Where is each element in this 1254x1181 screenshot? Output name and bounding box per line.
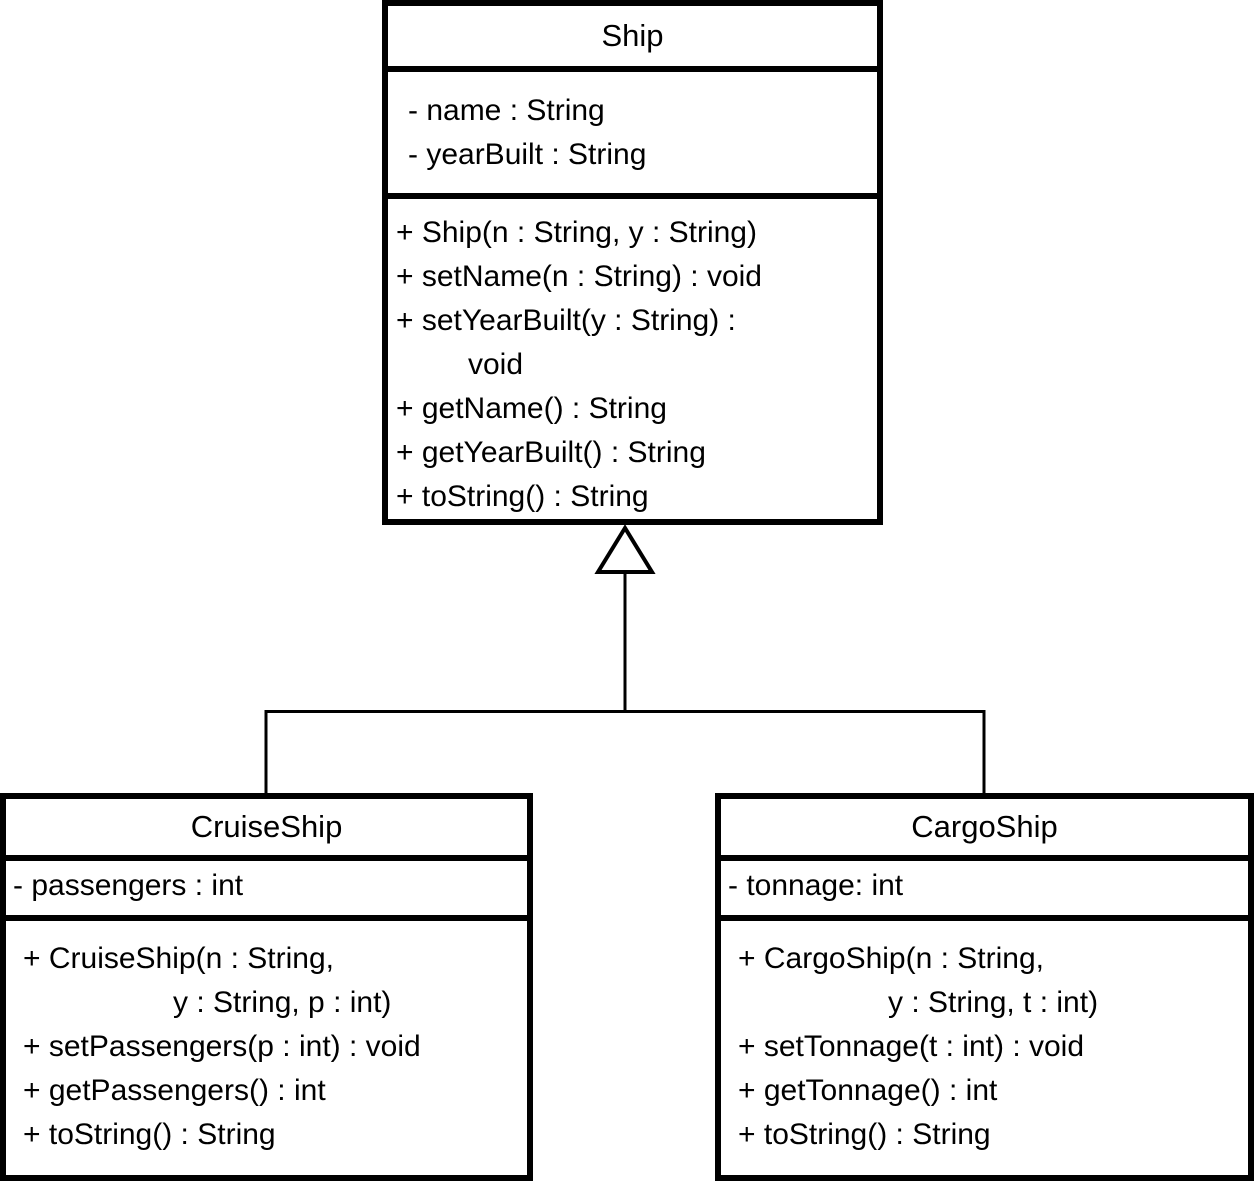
generalization-lines: [264, 571, 986, 794]
method-line: + setName(n : String) : void: [396, 260, 762, 293]
attribute-line: - passengers : int: [13, 869, 244, 902]
class-cruiseship: CruiseShip - passengers : int + CruiseSh…: [0, 793, 533, 1181]
method-line-wrapped: y : String, t : int): [888, 986, 1099, 1019]
method-line: + toString() : String: [396, 480, 649, 513]
attribute-line: - name : String: [408, 93, 605, 127]
methods-compartment: + CargoShip(n : String, y : String, t : …: [721, 921, 1248, 1175]
class-cargoship: CargoShip - tonnage: int + CargoShip(n :…: [715, 793, 1254, 1181]
attributes-compartment: - tonnage: int: [721, 861, 1248, 921]
attributes-compartment: - passengers : int: [6, 861, 527, 921]
class-title: CruiseShip: [6, 799, 527, 861]
method-line: + Ship(n : String, y : String): [396, 216, 757, 249]
method-line: + getYearBuilt() : String: [396, 436, 706, 469]
method-line: + setYearBuilt(y : String) :: [396, 304, 736, 337]
method-line-wrapped: void: [468, 348, 524, 381]
method-line: + CargoShip(n : String,: [738, 942, 1044, 975]
generalization-triangle-icon: [594, 524, 656, 574]
method-line: + getPassengers() : int: [23, 1074, 326, 1107]
class-ship: Ship - name : String - yearBuilt : Strin…: [382, 0, 883, 525]
method-line: + CruiseShip(n : String,: [23, 942, 334, 975]
methods-compartment: + Ship(n : String, y : String) + setName…: [388, 199, 877, 519]
class-title: CargoShip: [721, 799, 1248, 861]
method-line: + toString() : String: [738, 1118, 991, 1151]
method-line: + setTonnage(t : int) : void: [738, 1030, 1085, 1063]
method-line: + getTonnage() : int: [738, 1074, 998, 1107]
method-line: + getName() : String: [396, 392, 667, 425]
attribute-line: - yearBuilt : String: [408, 137, 647, 171]
method-line: + setPassengers(p : int) : void: [23, 1030, 421, 1063]
method-line: + toString() : String: [23, 1118, 276, 1151]
attribute-line: - tonnage: int: [728, 869, 904, 902]
method-line-wrapped: y : String, p : int): [173, 986, 392, 1019]
class-title: Ship: [388, 6, 877, 72]
methods-compartment: + CruiseShip(n : String, y : String, p :…: [6, 921, 527, 1175]
attributes-compartment: - name : String - yearBuilt : String: [388, 72, 877, 199]
